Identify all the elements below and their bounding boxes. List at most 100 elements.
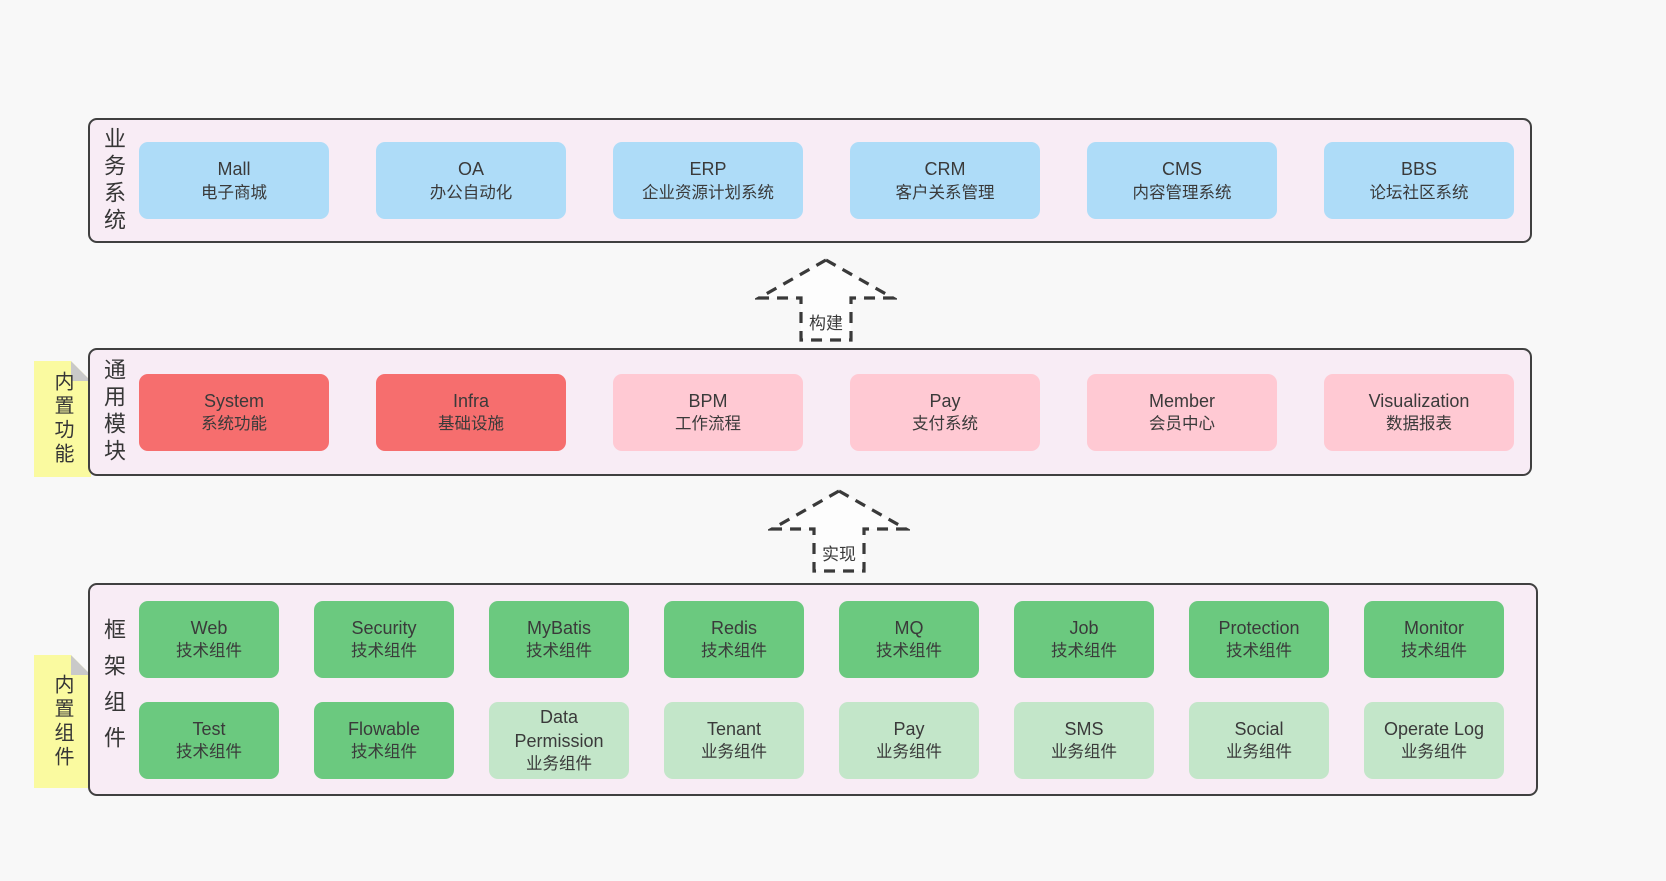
box-erp: ERP 企业资源计划系统 xyxy=(613,142,803,219)
box-monitor: Monitor 技术组件 xyxy=(1364,600,1504,678)
box-pay: Pay 支付系统 xyxy=(850,373,1040,451)
box-name: Tenant xyxy=(706,718,762,739)
box-desc: 论坛社区系统 xyxy=(1369,183,1469,202)
box-desc: 技术组件 xyxy=(1051,642,1117,661)
box-desc: 技术组件 xyxy=(351,642,417,661)
box-web: Web 技术组件 xyxy=(139,600,279,678)
box-operate-log: Operate Log 业务组件 xyxy=(1364,701,1504,779)
box-desc: 业务组件 xyxy=(876,743,942,762)
builtin-components-note: 内置组件 xyxy=(34,655,91,788)
box-sms: SMS 业务组件 xyxy=(1014,701,1154,779)
box-name: Member xyxy=(1148,390,1215,411)
box-redis: Redis 技术组件 xyxy=(664,600,804,678)
box-name: Operate Log xyxy=(1383,718,1485,739)
box-name: Data Permission xyxy=(514,706,604,751)
box-name: Flowable xyxy=(347,718,421,739)
box-name: Web xyxy=(190,617,228,638)
box-system: System 系统功能 xyxy=(139,373,329,451)
box-desc: 基础设施 xyxy=(438,415,504,434)
box-crm: CRM 客户关系管理 xyxy=(850,142,1040,219)
framework-row-1: Web 技术组件 Security 技术组件 MyBatis 技术组件 Redi… xyxy=(139,600,1504,678)
box-mall: Mall 电子商城 xyxy=(139,142,329,219)
box-flowable: Flowable 技术组件 xyxy=(314,701,454,779)
box-desc: 内容管理系统 xyxy=(1132,183,1232,202)
box-mybatis: MyBatis 技术组件 xyxy=(489,600,629,678)
box-name: MQ xyxy=(894,617,924,638)
box-name: CRM xyxy=(924,159,966,180)
box-data-permission: Data Permission 业务组件 xyxy=(489,701,629,779)
box-name: SMS xyxy=(1064,718,1104,739)
box-protection: Protection 技术组件 xyxy=(1189,600,1329,678)
box-desc: 数据报表 xyxy=(1386,415,1452,434)
box-visualization: Visualization 数据报表 xyxy=(1324,373,1514,451)
box-desc: 会员中心 xyxy=(1149,415,1215,434)
note-label: 内置组件 xyxy=(51,673,73,770)
box-desc: 电子商城 xyxy=(201,183,267,202)
box-name: Pay xyxy=(929,390,961,411)
framework-panel-label: 框架组件 xyxy=(101,617,126,762)
box-name: Infra xyxy=(452,390,490,411)
box-desc: 业务组件 xyxy=(1051,743,1117,762)
box-desc: 支付系统 xyxy=(912,415,978,434)
box-social: Social 业务组件 xyxy=(1189,701,1329,779)
build-arrow-label: 构建 xyxy=(808,309,844,334)
box-name: ERP xyxy=(689,159,727,180)
box-name: MyBatis xyxy=(526,617,591,638)
box-test: Test 技术组件 xyxy=(139,701,279,779)
box-name: BBS xyxy=(1400,159,1438,180)
box-desc: 业务组件 xyxy=(1226,743,1292,762)
modules-panel-label: 通用模块 xyxy=(101,358,126,466)
implement-arrow-label: 实现 xyxy=(821,540,857,565)
box-name: Redis xyxy=(710,617,758,638)
box-name: Test xyxy=(192,718,226,739)
box-name: Monitor xyxy=(1403,617,1465,638)
business-panel-label: 业务系统 xyxy=(101,126,126,235)
box-desc: 业务组件 xyxy=(701,743,767,762)
box-name: Mall xyxy=(217,159,251,180)
framework-row-2: Test 技术组件 Flowable 技术组件 Data Permission … xyxy=(139,701,1504,779)
box-desc: 技术组件 xyxy=(1401,642,1467,661)
box-desc: 系统功能 xyxy=(201,415,267,434)
box-bpm: BPM 工作流程 xyxy=(613,373,803,451)
box-name: Pay xyxy=(893,718,925,739)
business-boxes: Mall 电子商城 OA 办公自动化 ERP 企业资源计划系统 CRM 客户关系… xyxy=(139,142,1514,219)
box-desc: 技术组件 xyxy=(876,642,942,661)
box-pay-biz: Pay 业务组件 xyxy=(839,701,979,779)
box-name: Social xyxy=(1234,718,1284,739)
builtin-features-note: 内置功能 xyxy=(34,361,91,477)
box-cms: CMS 内容管理系统 xyxy=(1087,142,1277,219)
box-name: Visualization xyxy=(1368,390,1470,411)
box-desc: 企业资源计划系统 xyxy=(642,183,774,202)
box-name: Protection xyxy=(1218,617,1300,638)
modules-boxes: System 系统功能 Infra 基础设施 BPM 工作流程 Pay 支付系统… xyxy=(139,373,1514,451)
box-desc: 技术组件 xyxy=(701,642,767,661)
box-desc: 办公自动化 xyxy=(429,183,513,202)
common-modules-panel: 通用模块 System 系统功能 Infra 基础设施 BPM 工作流程 Pay… xyxy=(88,348,1532,476)
box-tenant: Tenant 业务组件 xyxy=(664,701,804,779)
box-name: Security xyxy=(351,617,417,638)
box-infra: Infra 基础设施 xyxy=(376,373,566,451)
box-name: Job xyxy=(1069,617,1099,638)
box-desc: 业务组件 xyxy=(1401,743,1467,762)
box-name: System xyxy=(203,390,264,411)
box-desc: 技术组件 xyxy=(526,642,592,661)
box-member: Member 会员中心 xyxy=(1087,373,1277,451)
box-desc: 客户关系管理 xyxy=(895,183,995,202)
build-arrow-icon: 构建 xyxy=(755,257,897,343)
box-desc: 工作流程 xyxy=(675,415,741,434)
box-job: Job 技术组件 xyxy=(1014,600,1154,678)
box-desc: 技术组件 xyxy=(176,642,242,661)
box-security: Security 技术组件 xyxy=(314,600,454,678)
box-desc: 技术组件 xyxy=(176,743,242,762)
box-desc: 技术组件 xyxy=(351,743,417,762)
business-systems-panel: 业务系统 Mall 电子商城 OA 办公自动化 ERP 企业资源计划系统 CRM… xyxy=(88,118,1532,243)
box-desc: 技术组件 xyxy=(1226,642,1292,661)
box-mq: MQ 技术组件 xyxy=(839,600,979,678)
box-bbs: BBS 论坛社区系统 xyxy=(1324,142,1514,219)
box-oa: OA 办公自动化 xyxy=(376,142,566,219)
framework-boxes: Web 技术组件 Security 技术组件 MyBatis 技术组件 Redi… xyxy=(139,600,1504,779)
box-name: OA xyxy=(457,159,484,180)
framework-components-panel: 框架组件 Web 技术组件 Security 技术组件 MyBatis 技术组件… xyxy=(88,583,1538,796)
box-desc: 业务组件 xyxy=(526,755,592,774)
